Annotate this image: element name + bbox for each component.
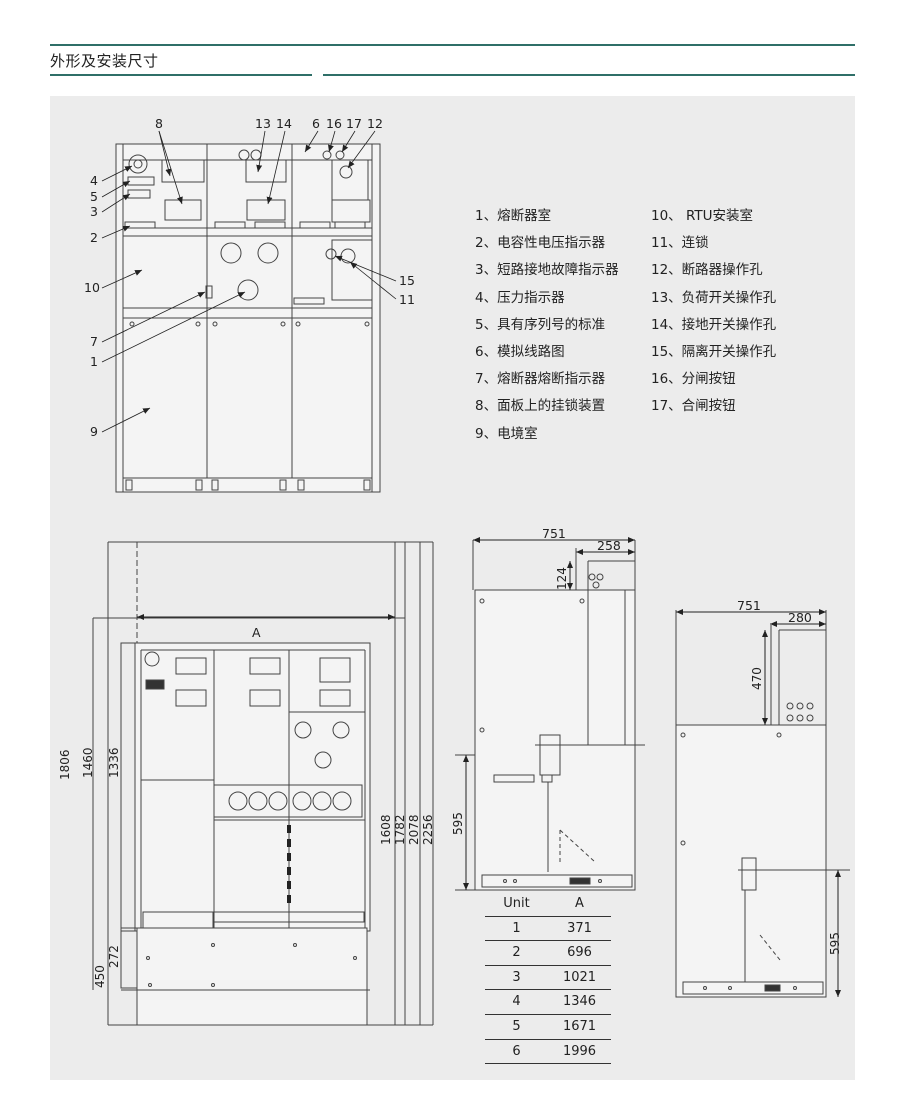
legend-left: 1、熔断器室 2、电容性电压指示器 3、短路接地故障指示器 4、压力指示器 5、… xyxy=(475,203,619,448)
legend-item: 6、模拟线路图 xyxy=(475,344,565,361)
dim-2256: 2256 xyxy=(421,814,435,845)
front-view-top xyxy=(115,143,381,493)
table-cell: 1996 xyxy=(562,1043,597,1059)
table-cell: 1 xyxy=(512,920,521,936)
callout-2: 2 xyxy=(90,230,98,245)
legend-item: 8、面板上的挂锁装置 xyxy=(475,398,606,415)
callout-4: 4 xyxy=(90,173,98,188)
table-cell: 4 xyxy=(512,994,521,1010)
dim-751-b: 751 xyxy=(737,598,761,613)
dim-595-b: 595 xyxy=(828,932,842,955)
callout-8: 8 xyxy=(155,116,163,131)
table-row: 5 1671 xyxy=(485,1015,611,1040)
callout-9: 9 xyxy=(90,424,98,439)
side-view-1 xyxy=(455,537,645,891)
dim-1460: 1460 xyxy=(81,747,95,778)
table-header-a: A xyxy=(575,896,584,911)
legend-item: 7、熔断器熔断指示器 xyxy=(475,371,606,388)
table-cell: 371 xyxy=(567,920,592,936)
legend-item: 9、电境室 xyxy=(475,425,538,442)
callout-17: 17 xyxy=(346,116,362,131)
side2-dim-labels: 751 280 470 595 xyxy=(737,598,842,955)
table-cell: 5 xyxy=(512,1018,521,1034)
callout-14: 14 xyxy=(276,116,292,131)
callout-13: 13 xyxy=(255,116,271,131)
callout-leaders xyxy=(101,130,397,433)
callout-7: 7 xyxy=(90,334,98,349)
table-cell: 1671 xyxy=(562,1018,597,1034)
legend-item: 1、熔断器室 xyxy=(475,208,552,224)
dim-272: 272 xyxy=(107,945,121,968)
table-row: 6 1996 xyxy=(485,1040,611,1065)
table-row: 1 371 xyxy=(485,917,611,942)
legend-item: 11、连锁 xyxy=(651,235,709,252)
table-cell: 6 xyxy=(512,1043,521,1059)
legend-item: 17、合闸按钮 xyxy=(651,398,736,415)
callout-12: 12 xyxy=(367,116,383,131)
legend-item: 12、断路器操作孔 xyxy=(651,262,763,279)
unit-width-table: Unit A 1 371 2 696 3 1021 4 1346 5 1671 … xyxy=(485,892,611,1065)
dim-1806: 1806 xyxy=(58,749,72,780)
callout-15: 15 xyxy=(399,273,415,288)
table-cell: 1346 xyxy=(562,994,597,1010)
dim-2078: 2078 xyxy=(407,814,421,845)
front-view-dimensioned xyxy=(92,541,434,1026)
callout-3: 3 xyxy=(90,204,98,219)
dim-1608: 1608 xyxy=(379,814,393,845)
table-cell: 696 xyxy=(567,945,592,961)
legend-item: 5、具有序列号的标准 xyxy=(475,316,606,333)
legend-item: 3、短路接地故障指示器 xyxy=(475,262,619,279)
callout-6: 6 xyxy=(312,116,320,131)
dim-A: A xyxy=(252,625,261,640)
legend-item: 16、分闸按钮 xyxy=(651,371,736,388)
dim-470: 470 xyxy=(750,667,764,690)
front-dim-labels: A 1806 1460 1336 272 450 1608 1782 2078 … xyxy=(58,625,435,988)
dim-1782: 1782 xyxy=(393,814,407,845)
header-rule-left xyxy=(50,74,312,76)
table-cell: 3 xyxy=(512,969,521,985)
side1-dim-labels: 751 258 124 595 xyxy=(451,526,621,835)
dim-595-a: 595 xyxy=(451,812,465,835)
callout-16: 16 xyxy=(326,116,342,131)
callout-1: 1 xyxy=(90,354,98,369)
table-cell: 1021 xyxy=(562,969,597,985)
header-rule-right xyxy=(323,74,855,76)
callout-10: 10 xyxy=(84,280,100,295)
table-row: 4 1346 xyxy=(485,990,611,1015)
dim-124: 124 xyxy=(555,567,569,590)
legend-right: 10、 RTU安装室 11、连锁 12、断路器操作孔 13、负荷开关操作孔 14… xyxy=(651,203,776,421)
dim-450: 450 xyxy=(93,965,107,988)
legend-item: 13、负荷开关操作孔 xyxy=(651,289,777,306)
table-header-row: Unit A xyxy=(485,892,611,917)
legend-item: 14、接地开关操作孔 xyxy=(651,316,777,333)
legend-item: 2、电容性电压指示器 xyxy=(475,235,606,252)
callout-numbers: 8 13 14 6 16 17 12 4 5 3 2 10 7 1 9 15 1… xyxy=(84,116,415,439)
callout-11: 11 xyxy=(399,292,415,307)
table-row: 3 1021 xyxy=(485,966,611,991)
table-cell: 2 xyxy=(512,945,521,961)
dim-280: 280 xyxy=(788,610,812,625)
table-row: 2 696 xyxy=(485,941,611,966)
header-rule-top xyxy=(50,44,855,46)
dim-1336: 1336 xyxy=(107,747,121,778)
page-title: 外形及安装尺寸 xyxy=(50,52,159,70)
callout-5: 5 xyxy=(90,189,98,204)
dim-751-a: 751 xyxy=(542,526,566,541)
legend-item: 15、隔离开关操作孔 xyxy=(651,344,777,361)
table-header-unit: Unit xyxy=(503,896,530,911)
side-view-2 xyxy=(675,609,850,998)
legend-item: 4、压力指示器 xyxy=(475,289,565,306)
dim-258: 258 xyxy=(597,538,621,553)
legend-item: 10、 RTU安装室 xyxy=(651,208,753,224)
